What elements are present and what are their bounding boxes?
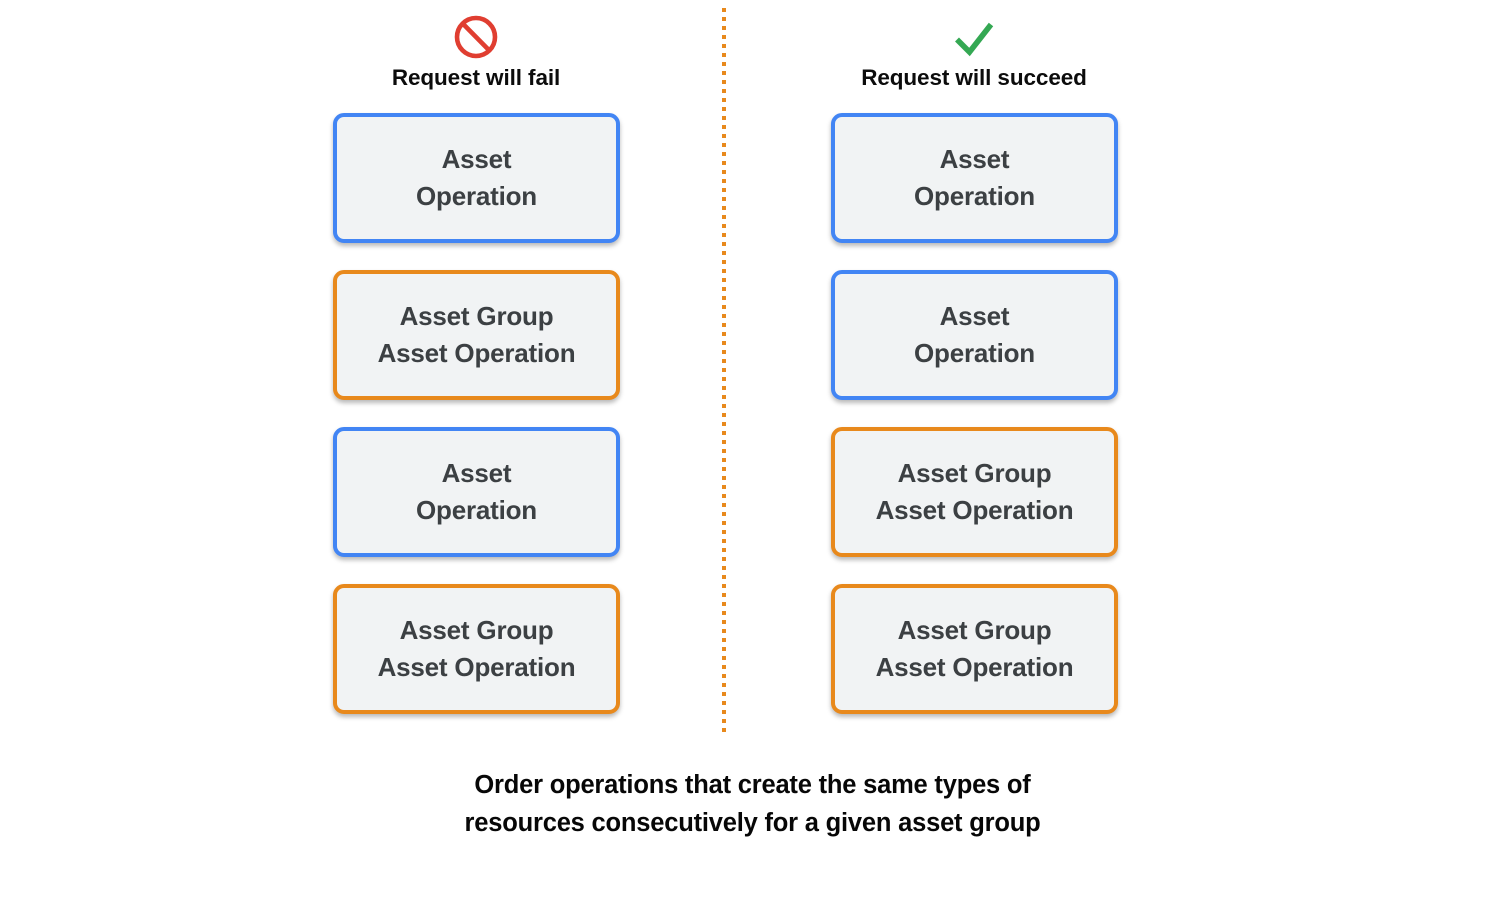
operation-box-label: Asset Operation — [914, 144, 1035, 211]
operation-box-label: Asset Operation — [416, 458, 537, 525]
box-stack-fail: Asset Operation Asset Group Asset Operat… — [333, 113, 620, 741]
column-header-succeed: Request will succeed — [804, 14, 1144, 90]
prohibition-icon — [454, 15, 498, 59]
operation-box[interactable]: Asset Group Asset Operation — [333, 584, 620, 714]
operation-box[interactable]: Asset Group Asset Operation — [831, 427, 1118, 557]
diagram-caption: Order operations that create the same ty… — [464, 771, 1041, 837]
column-title-succeed: Request will succeed — [861, 65, 1087, 90]
operation-box[interactable]: Asset Operation — [831, 270, 1118, 400]
operation-box-label: Asset Group Asset Operation — [875, 615, 1074, 682]
column-title-fail: Request will fail — [391, 65, 561, 90]
box-stack-succeed: Asset Operation Asset Operation Asset Gr… — [831, 113, 1118, 741]
operation-box-label: Asset Group Asset Operation — [377, 301, 576, 368]
operation-box[interactable]: Asset Operation — [333, 427, 620, 557]
operation-box[interactable]: Asset Operation — [333, 113, 620, 243]
operation-box[interactable]: Asset Group Asset Operation — [831, 584, 1118, 714]
operation-box-label: Asset Operation — [914, 301, 1035, 368]
column-divider — [722, 8, 726, 737]
operation-box-label: Asset Group Asset Operation — [377, 615, 576, 682]
column-header-fail: Request will fail — [306, 14, 646, 90]
check-icon — [955, 22, 994, 57]
operation-box-label: Asset Group Asset Operation — [875, 458, 1074, 525]
operation-box-label: Asset Operation — [416, 144, 537, 211]
operation-box[interactable]: Asset Group Asset Operation — [333, 270, 620, 400]
operation-box[interactable]: Asset Operation — [831, 113, 1118, 243]
